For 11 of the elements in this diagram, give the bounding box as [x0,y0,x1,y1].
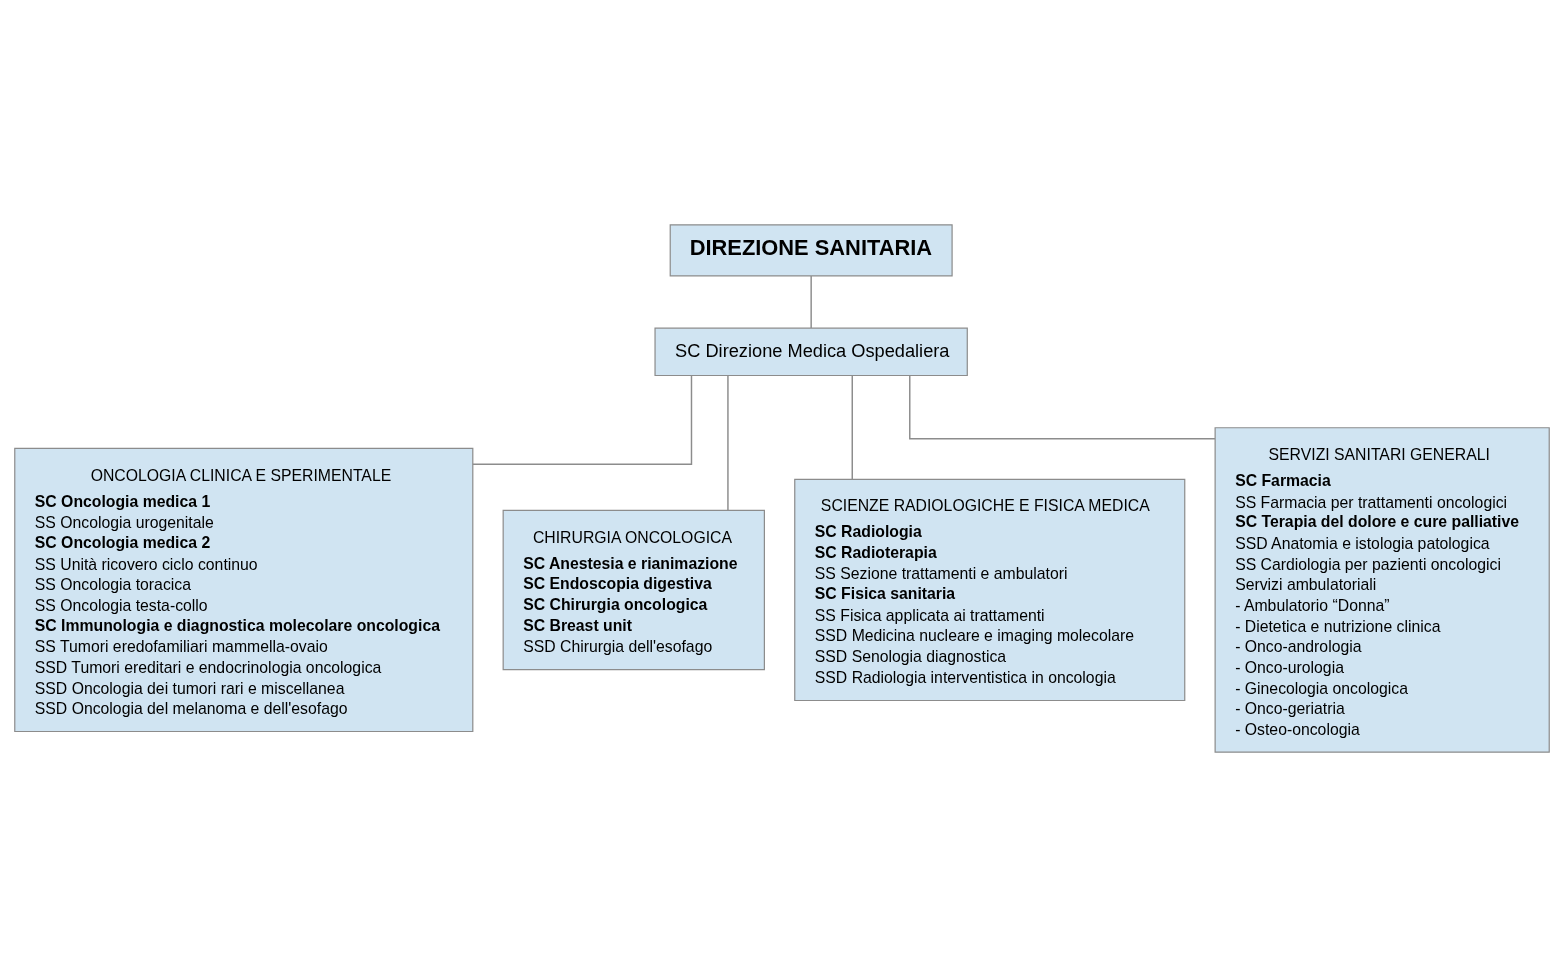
node-box: SC Direzione Medica Ospedaliera [653,327,968,376]
connector [726,374,729,511]
connector [809,274,812,329]
node-box: CHIRURGIA ONCOLOGICA SC Anestesia e rianimazione SC Endoscopia digestiva SC Chirurgia oncologica SC Breast unit SSD Chirurgia dell'esofago [502,509,765,670]
node-box: SERVIZI SANITARI GENERALI SC Farmacia SS Farmacia per trattamenti oncologici SC Terapia del dolore e cure palliative SSD Anatomia e istologia patologica SS Cardiologia per pazienti oncologici Servizi ambulatoriali - Ambulatorio “Donna” - Dietetica e nutrizione clinica - Onco-andrologia - Onco-urologia - Ginecologia oncologica - Onco-geriatria - Osteo-oncologia [1214,426,1550,753]
connector [908,374,1216,439]
node-box: ONCOLOGIA CLINICA E SPERIMENTALE SC Oncologia medica 1 SS Oncologia urogenitale SC Oncologia medica 2 SS Unità ricovero ciclo continuo SS Oncologia toracica SS Oncologia testa-collo SC Immunologia e diagnostica molecolare oncologica SS Tumori eredofamiliari mammella-ovaio SSD Tumori ereditari e endocrinologia oncologica SSD Oncologia dei tumori rari e miscellanea SSD Oncologia del melanoma e dell'esofago [13,447,473,732]
node-box: DIREZIONE SANITARIA [669,223,953,276]
connector [471,374,692,465]
connector [851,374,853,480]
node-box: SCIENZE RADIOLOGICHE E FISICA MEDICA SC Radiologia SC Radioterapia SS Sezione trattamenti e ambulatori SC Fisica sanitaria SS Fisica applicata ai trattamenti SSD Medicina nucleare e imaging molecolare SSD Senologia diagnostica SSD Radiologia interventistica in oncologia [793,478,1185,701]
